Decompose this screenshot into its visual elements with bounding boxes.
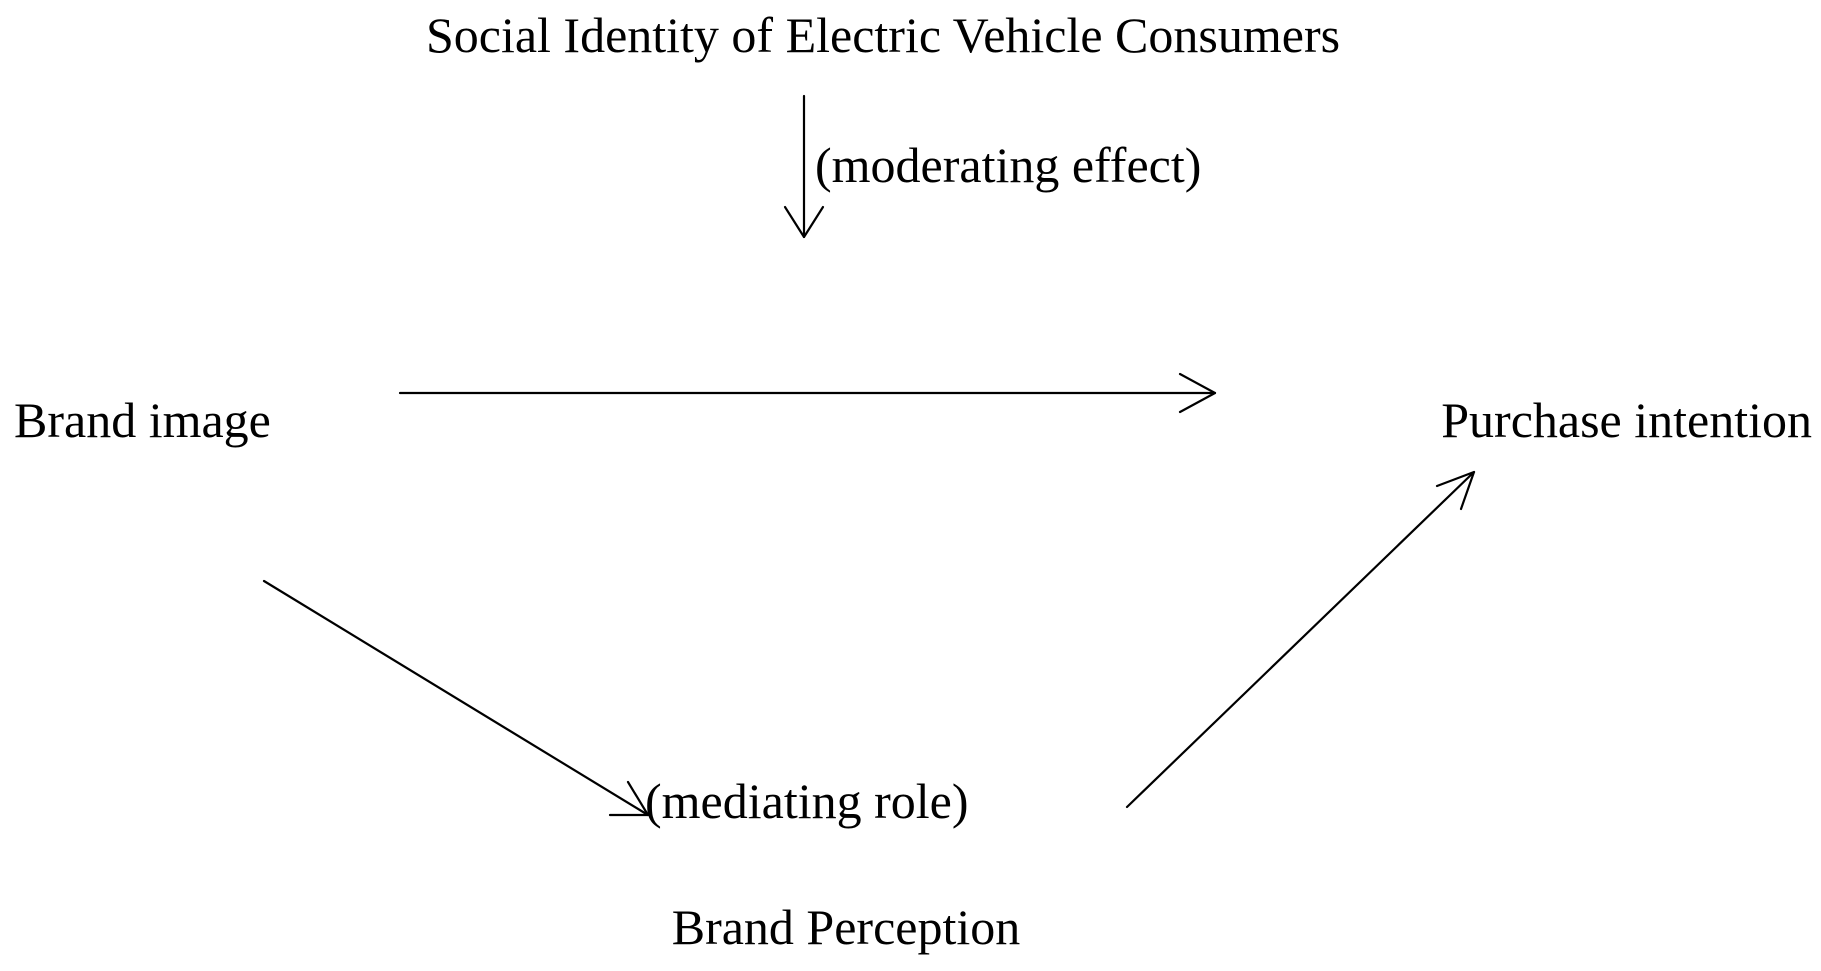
arrow-brand-image-to-mediator <box>262 579 650 817</box>
label-moderating-effect: (moderating effect) <box>815 137 1201 193</box>
arrow-moderating <box>783 94 825 239</box>
label-mediating-role: (mediating role) <box>645 773 969 829</box>
node-social-identity: Social Identity of Electric Vehicle Cons… <box>426 7 1340 63</box>
node-purchase-intention: Purchase intention <box>1441 392 1812 448</box>
arrow-direct-effect <box>398 372 1217 414</box>
arrow-mediator-to-purchase-intention <box>1125 470 1476 809</box>
node-brand-perception: Brand Perception <box>672 899 1021 955</box>
node-brand-image: Brand image <box>14 392 271 448</box>
